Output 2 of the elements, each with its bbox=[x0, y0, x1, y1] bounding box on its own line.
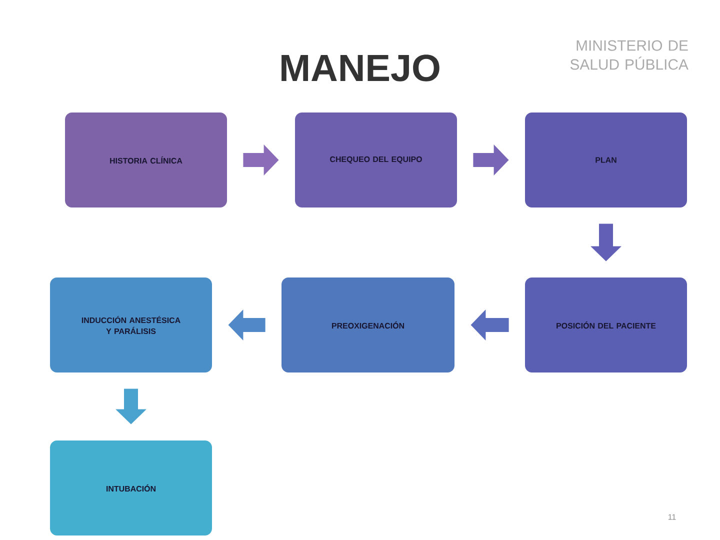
header-text: MINISTERIO DE SALUD PÚBLICA bbox=[570, 40, 688, 70]
title: MANEJO bbox=[282, 54, 440, 82]
